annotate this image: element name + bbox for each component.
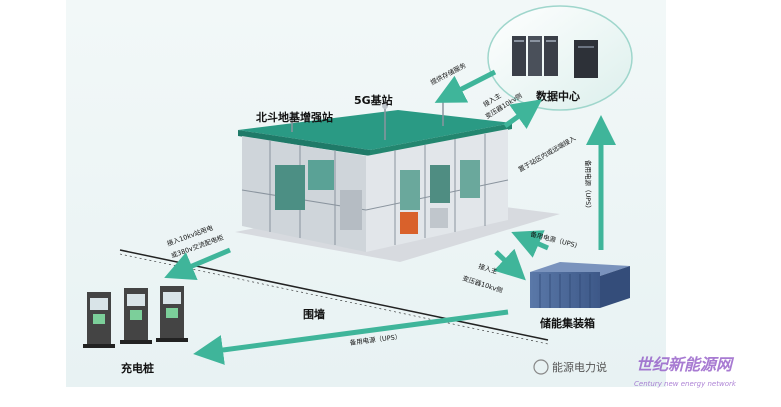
flow-arrows [164,69,616,365]
arrow-to-charging [164,247,231,280]
data-center-label: 数据中心 [536,89,580,103]
charging-pile-label: 充电桩 [121,361,154,375]
arrow-backup-mid [511,230,549,258]
data-center-bubble [487,5,633,111]
fence-label: 围墙 [303,307,325,321]
base-station-5g-label: 5G基站 [354,93,393,107]
antenna-icon [291,100,444,140]
label-backup-vertical: 备用电源（UPS） [584,160,593,212]
watermark-brand: 世纪新能源网 [636,355,735,374]
beidou-station-label: 北斗地基增强站 [256,110,333,124]
server-racks-icon [512,36,598,78]
arrow-to-data-center [503,99,543,129]
storage-container-label: 储能集装箱 [540,316,595,330]
arrow-storage-service [434,69,497,103]
arrow-backup-bottom [193,309,509,365]
arrow-to-storage [493,248,526,281]
watermark-channel: 能源电力说 [552,360,607,374]
storage-container [530,262,630,308]
transformer-equipment [275,160,480,234]
charging-pile-icon [83,286,188,348]
wechat-icon [533,359,549,375]
watermark-brand-en: Century new energy network [634,380,737,388]
watermark: 能源电力说 世纪新能源网 Century new energy network [533,355,737,388]
